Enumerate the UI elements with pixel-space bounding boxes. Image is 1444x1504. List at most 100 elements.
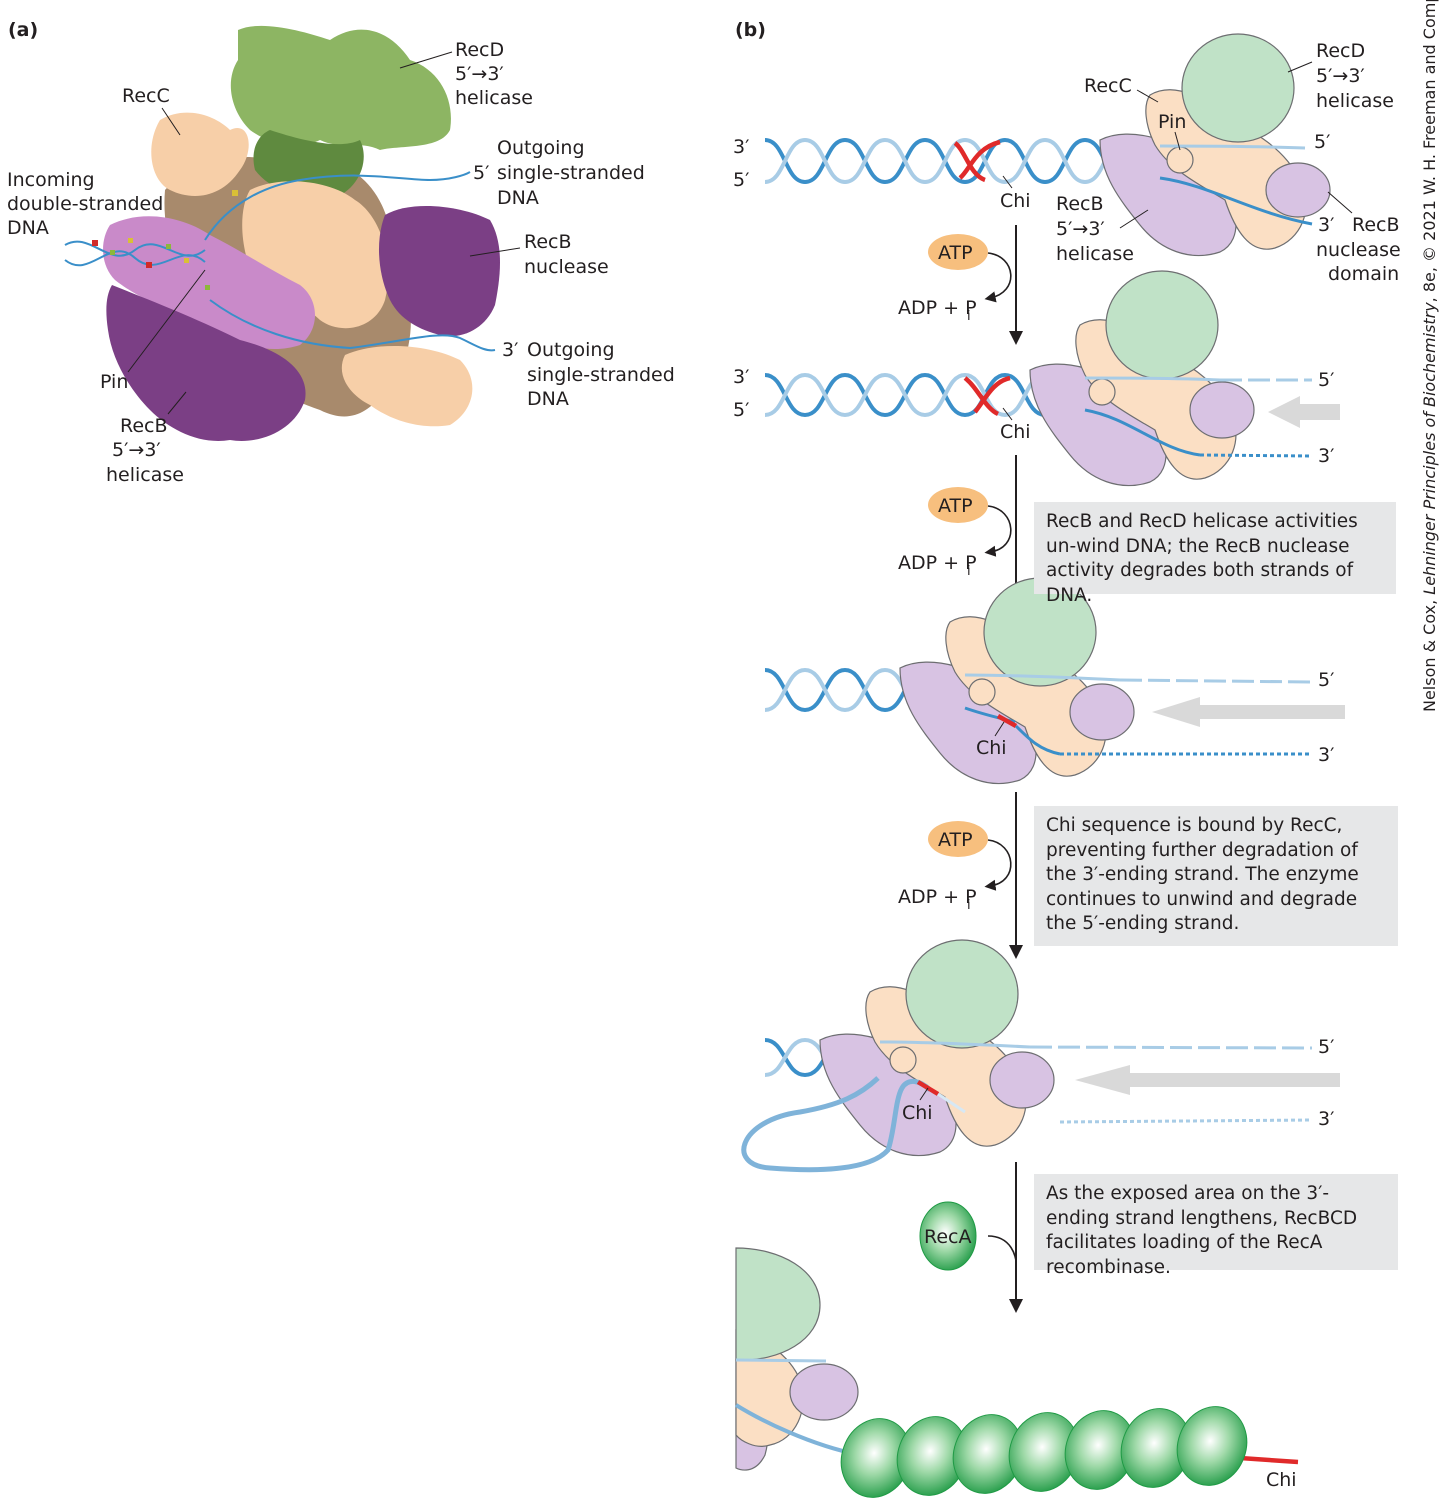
svg-text:5′: 5′ xyxy=(733,169,749,191)
movement-arrow-3 xyxy=(1152,697,1345,727)
svg-text:nuclease: nuclease xyxy=(1316,239,1401,261)
svg-text:3′: 3′ xyxy=(1318,1108,1334,1130)
pin-label-a: Pin xyxy=(100,269,206,393)
svg-text:Chi: Chi xyxy=(976,737,1007,759)
note-chi-bound: Chi sequence is bound by RecC, preventin… xyxy=(1034,806,1398,946)
movement-arrow-2 xyxy=(1268,396,1340,428)
recd-step1 xyxy=(1181,33,1295,143)
step1-complex xyxy=(764,33,1331,257)
svg-text:ATP: ATP xyxy=(938,495,973,517)
svg-text:5′→3′: 5′→3′ xyxy=(112,439,161,461)
svg-text:RecB: RecB xyxy=(120,415,168,437)
svg-text:3′: 3′ xyxy=(1318,214,1334,236)
svg-text:3′: 3′ xyxy=(733,136,749,158)
svg-text:5′→3′: 5′→3′ xyxy=(1316,65,1365,87)
recd-step4 xyxy=(905,939,1019,1049)
svg-text:RecB: RecB xyxy=(1056,193,1104,215)
svg-text:RecA: RecA xyxy=(924,1226,971,1248)
pin-step2 xyxy=(1088,378,1116,406)
panel-a-label: (a) xyxy=(8,19,38,41)
svg-text:5′: 5′ xyxy=(1318,369,1334,391)
pin-step3 xyxy=(968,678,996,706)
movement-arrow-4 xyxy=(1075,1065,1340,1095)
svg-text:helicase: helicase xyxy=(1316,90,1394,112)
recc-label-a: RecC xyxy=(122,85,181,136)
dna-base-bits xyxy=(92,190,238,290)
svg-text:RecD: RecD xyxy=(455,39,504,61)
pin-step4 xyxy=(889,1046,917,1074)
svg-text:ADP + P: ADP + P xyxy=(898,552,977,574)
svg-text:3′: 3′ xyxy=(1318,744,1334,766)
reca-badge xyxy=(919,1201,977,1271)
svg-text:Chi: Chi xyxy=(1266,1469,1297,1491)
svg-text:DNA: DNA xyxy=(497,187,539,209)
chi-site-step5 xyxy=(1239,1455,1299,1465)
svg-text:3′: 3′ xyxy=(1318,445,1334,467)
chi-site-step1 xyxy=(953,139,1001,183)
recb-helicase-surface xyxy=(103,216,316,350)
note-reca-loading: As the exposed area on the 3′-ending str… xyxy=(1034,1174,1398,1278)
atp-reaction-3: ATP ADP + P i xyxy=(898,792,1023,959)
step3-labels: Chi 5′ 3′ xyxy=(976,669,1334,766)
svg-text:single-stranded: single-stranded xyxy=(527,364,675,386)
recc-surface-low xyxy=(341,345,473,427)
outgoing-3prime-strand xyxy=(209,299,496,352)
ssdna-loop xyxy=(741,1076,932,1173)
reca-monomer-7 xyxy=(1176,1406,1248,1486)
step2-labels: 3′ 5′ Chi 5′ 3′ xyxy=(733,366,1334,467)
svg-text:3′: 3′ xyxy=(502,339,518,361)
recb-nuclease-step5 xyxy=(789,1363,859,1421)
recd-step5 xyxy=(735,1247,821,1361)
svg-text:helicase: helicase xyxy=(106,464,184,486)
note-unwind-degrade: RecB and RecD helicase activities un-win… xyxy=(1034,502,1396,606)
reca-reaction: RecA xyxy=(919,1162,1023,1313)
svg-text:nuclease: nuclease xyxy=(524,256,609,278)
svg-text:5′→3′: 5′→3′ xyxy=(455,63,504,85)
svg-text:5′→3′: 5′→3′ xyxy=(1056,218,1105,240)
svg-text:5′: 5′ xyxy=(1314,131,1330,153)
svg-text:Pin: Pin xyxy=(1158,111,1186,133)
svg-text:RecD: RecD xyxy=(1316,40,1365,62)
step2-complex xyxy=(764,270,1340,487)
svg-text:3′: 3′ xyxy=(733,366,749,388)
svg-text:i: i xyxy=(967,309,971,324)
svg-text:RecC: RecC xyxy=(122,85,170,107)
svg-text:ATP: ATP xyxy=(938,829,973,851)
svg-text:ATP: ATP xyxy=(938,242,973,264)
svg-text:Outgoing: Outgoing xyxy=(497,137,585,159)
svg-text:DNA: DNA xyxy=(7,217,49,239)
svg-text:Incoming: Incoming xyxy=(7,169,95,191)
svg-text:i: i xyxy=(967,898,971,913)
svg-text:helicase: helicase xyxy=(455,87,533,109)
recbcd-surface-model xyxy=(64,25,500,441)
svg-text:5′: 5′ xyxy=(1318,669,1334,691)
svg-text:Outgoing: Outgoing xyxy=(527,339,615,361)
outgoing-5prime-strand xyxy=(204,171,471,241)
dsdna-step1 xyxy=(764,137,1161,185)
recb-nuclease-step3 xyxy=(1069,683,1135,741)
pin-step1 xyxy=(1166,146,1194,174)
svg-text:helicase: helicase xyxy=(1056,243,1134,265)
chi-site-step2 xyxy=(963,375,1011,417)
svg-text:RecB: RecB xyxy=(1352,214,1400,236)
svg-text:Chi: Chi xyxy=(1000,421,1031,443)
step3-complex xyxy=(764,577,1345,785)
svg-text:ADP + P: ADP + P xyxy=(898,886,977,908)
svg-text:double-stranded: double-stranded xyxy=(7,193,163,215)
svg-text:Chi: Chi xyxy=(1000,190,1031,212)
svg-text:RecB: RecB xyxy=(524,231,572,253)
copyright-credit: Nelson & Cox, Lehninger Principles of Bi… xyxy=(1420,0,1439,712)
recd-label-a: RecD 5′→3′ helicase xyxy=(399,39,533,109)
step5-labels: Chi xyxy=(1266,1469,1297,1491)
svg-text:Chi: Chi xyxy=(902,1102,933,1124)
panel-b-label: (b) xyxy=(735,19,766,41)
recb-nuclease-label-a: RecB nuclease xyxy=(469,231,609,278)
incoming-dna xyxy=(64,240,206,267)
svg-text:i: i xyxy=(967,564,971,579)
step4-complex xyxy=(741,939,1340,1173)
recb-helicase-dark xyxy=(106,285,306,441)
svg-text:RecC: RecC xyxy=(1084,75,1132,97)
recb-nuclease-surface xyxy=(378,205,500,337)
svg-text:domain: domain xyxy=(1328,263,1399,285)
